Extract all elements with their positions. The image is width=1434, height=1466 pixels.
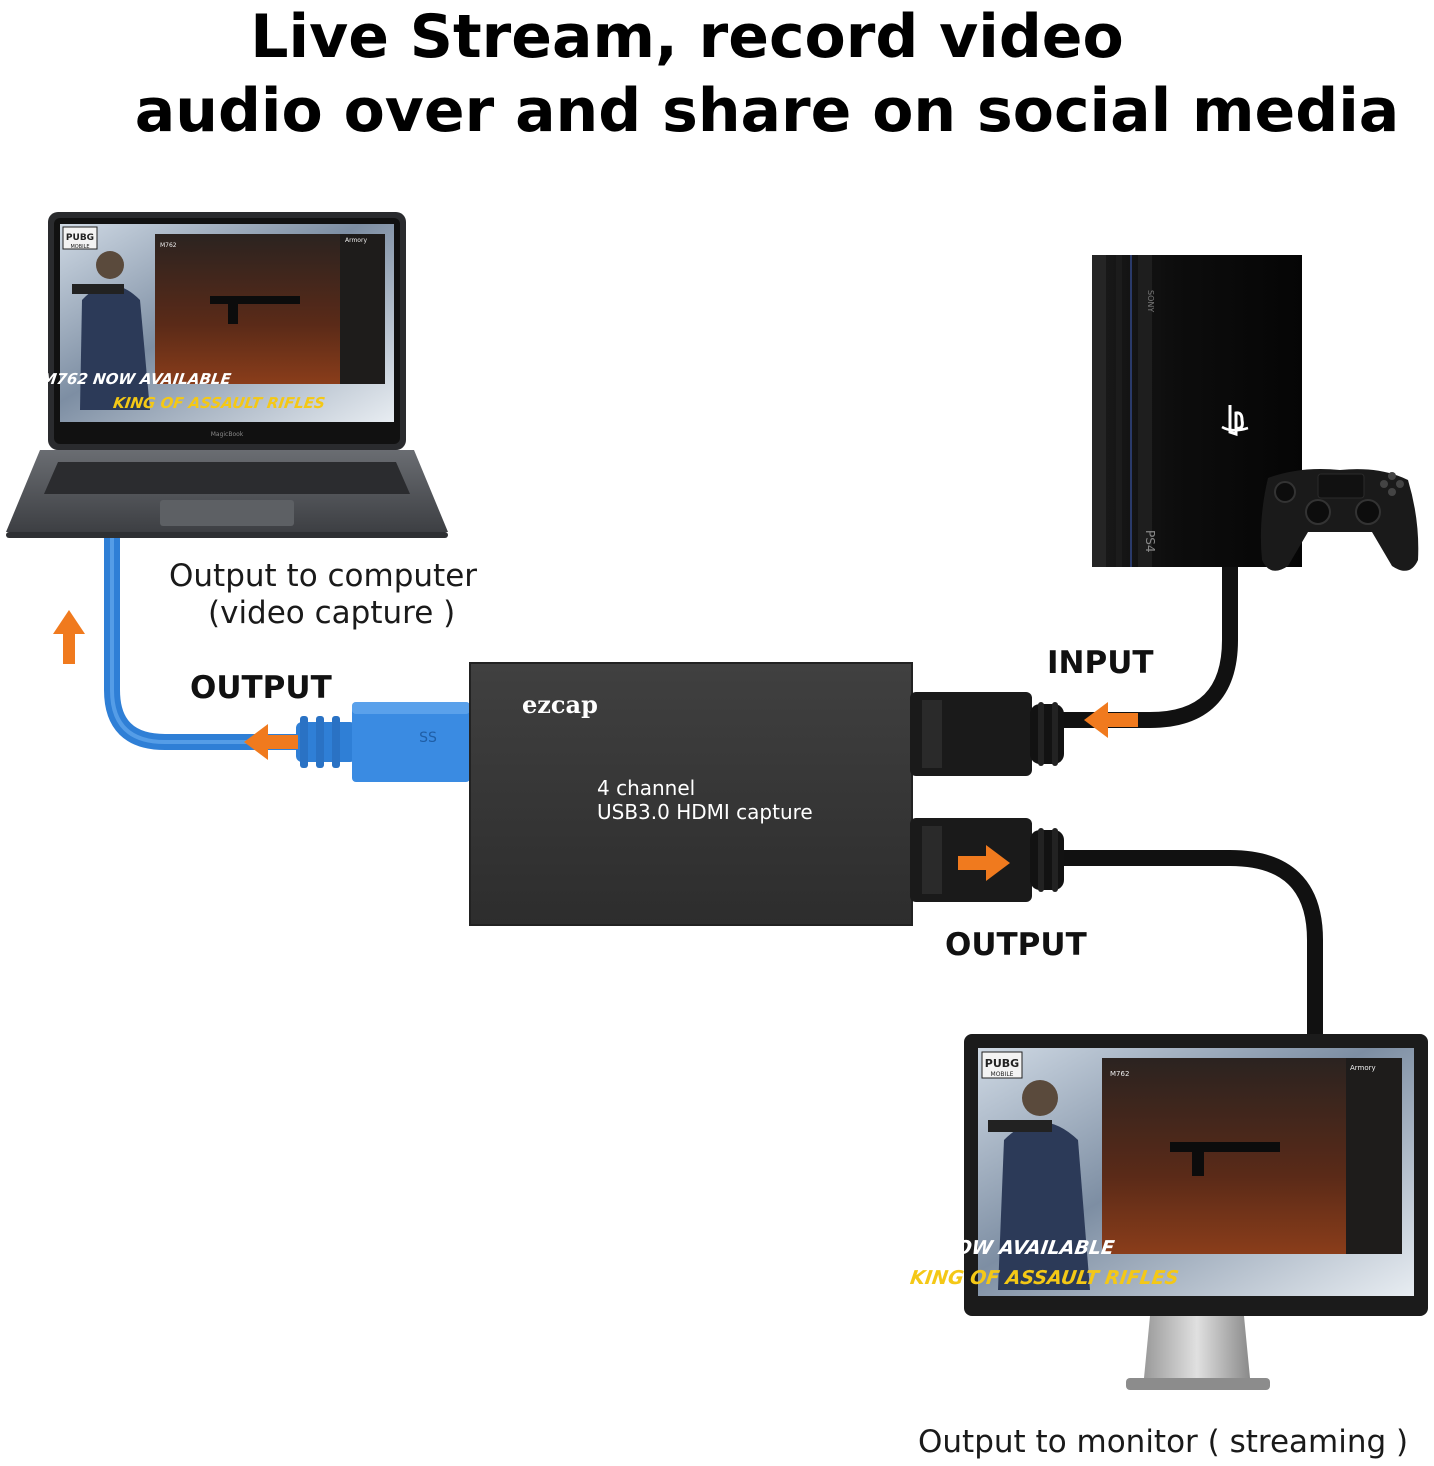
monitor-logo-bottom: MOBILE (991, 1071, 1014, 1078)
arrow-left-icon (244, 724, 298, 760)
ps4-brand: SONY (1146, 290, 1155, 312)
hdmi-output-label: OUTPUT (945, 927, 1087, 963)
laptop-screen: PUBG MOBILE M762 Armory M762 NOW AVAILAB… (40, 224, 394, 422)
computer-caption-line-2: (video capture ) (208, 595, 456, 631)
headline-line-2: audio over and share on social media (134, 76, 1400, 146)
computer-caption-line-1: Output to computer (169, 558, 478, 594)
arrow-right-icon (958, 845, 1010, 881)
capture-card-line-2: USB3.0 HDMI capture (597, 800, 813, 824)
laptop-logo-top: PUBG (66, 233, 94, 243)
monitor-caption: Output to monitor ( streaming ) (918, 1424, 1409, 1460)
capture-card: ezcap 4 channel USB3.0 HDMI capture (469, 662, 913, 926)
laptop-subheadline: KING OF ASSAULT RIFLES (112, 394, 326, 412)
laptop-weapon-name: M762 (160, 242, 177, 249)
usb-superspeed-mark: SS (419, 730, 437, 746)
laptop-logo-bottom: MOBILE (70, 244, 89, 250)
monitor-subheadline: KING OF ASSAULT RIFLES (909, 1266, 1180, 1289)
arrow-left-icon (1084, 702, 1138, 738)
hdmi-output-cable (1052, 850, 1323, 1053)
monitor-logo-top: PUBG (985, 1057, 1019, 1070)
laptop-brand: MagicBook (211, 431, 244, 438)
monitor: PUBG MOBILE M762 Armory M762 NOW AVAILAB… (873, 1034, 1428, 1390)
laptop-headline: M762 NOW AVAILABLE (40, 370, 232, 388)
ps4-controller (1260, 469, 1419, 571)
monitor-weapon-name: M762 (1110, 1070, 1129, 1078)
capture-card-line-1: 4 channel (597, 776, 695, 800)
laptop-panel-title: Armory (345, 237, 367, 244)
monitor-panel-title: Armory (1350, 1064, 1376, 1072)
usb-output-label: OUTPUT (190, 670, 332, 706)
usb-plug: SS (296, 702, 470, 782)
playstation-logo-icon (1228, 405, 1244, 437)
headline-line-1: Live Stream, record video (250, 2, 1124, 72)
ps4-model: PS4 (1143, 530, 1157, 553)
hdmi-input-label: INPUT (1047, 645, 1154, 681)
hdmi-input-plug (910, 692, 1064, 776)
laptop: PUBG MOBILE M762 Armory M762 NOW AVAILAB… (6, 212, 448, 538)
arrow-up-icon (53, 610, 85, 664)
capture-card-brand: ezcap (522, 690, 598, 719)
monitor-screen: PUBG MOBILE M762 Armory M762 NOW AVAILAB… (873, 1048, 1414, 1296)
monitor-headline: M762 NOW AVAILABLE (873, 1236, 1116, 1259)
hdmi-input-cable (1052, 557, 1238, 728)
